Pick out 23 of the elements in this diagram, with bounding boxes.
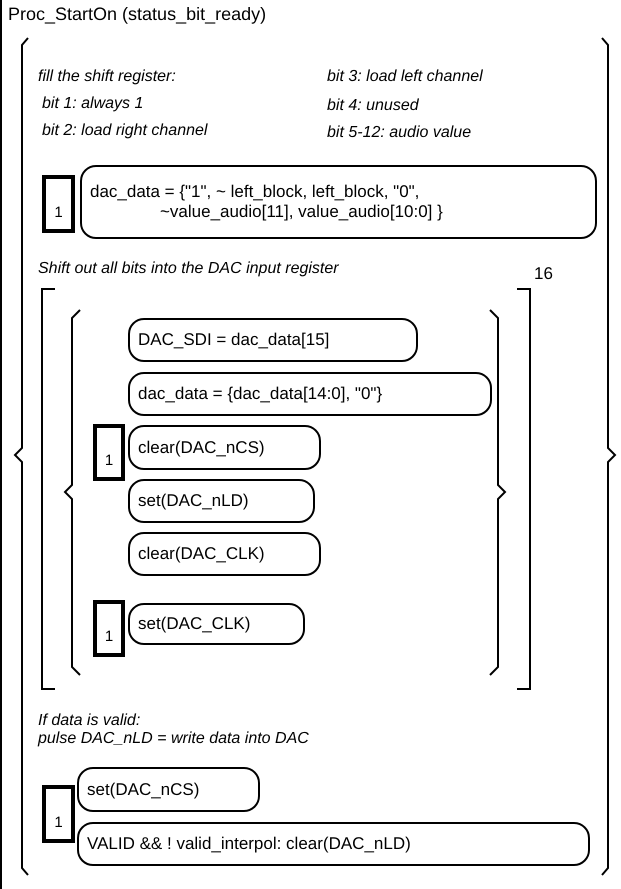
comment-text: bit 3: load left channel bbox=[327, 68, 483, 86]
statement-box: dac_data = {dac_data[14:0], "0"} bbox=[128, 372, 492, 416]
statement-box: DAC_SDI = dac_data[15] bbox=[128, 318, 418, 362]
statement-box: clear(DAC_CLK) bbox=[128, 532, 321, 576]
statement-box: set(DAC_nLD) bbox=[128, 479, 315, 523]
statement-box: dac_data = {"1", ~ left_block, left_block, "0", ~value_audio[11], value_audio[10:0] } bbox=[80, 165, 597, 239]
statement-box: set(DAC_nCS) bbox=[77, 767, 260, 812]
condition-marker: 1 bbox=[93, 600, 125, 657]
statement-box: VALID && ! valid_interpol: clear(DAC_nLD) bbox=[77, 822, 590, 866]
condition-marker: 1 bbox=[93, 424, 125, 481]
comment-text: Shift out all bits into the DAC input register bbox=[38, 260, 339, 278]
condition-marker: 1 bbox=[42, 785, 75, 843]
comment-text: If data is valid: pulse DAC_nLD = write data into DAC bbox=[38, 712, 309, 748]
statement-box: set(DAC_CLK) bbox=[128, 603, 305, 645]
comment-text: bit 2: load right channel bbox=[42, 122, 208, 140]
statement-box: clear(DAC_nCS) bbox=[128, 425, 321, 470]
comment-text: fill the shift register: bbox=[38, 68, 176, 86]
repeat-count: 16 bbox=[534, 264, 553, 284]
comment-text: bit 1: always 1 bbox=[42, 95, 144, 113]
condition-marker: 1 bbox=[42, 175, 75, 233]
comment-text: bit 5-12: audio value bbox=[327, 124, 472, 142]
procedure-title: Proc_StartOn (status_bit_ready) bbox=[8, 4, 266, 25]
comment-text: bit 4: unused bbox=[327, 97, 419, 115]
